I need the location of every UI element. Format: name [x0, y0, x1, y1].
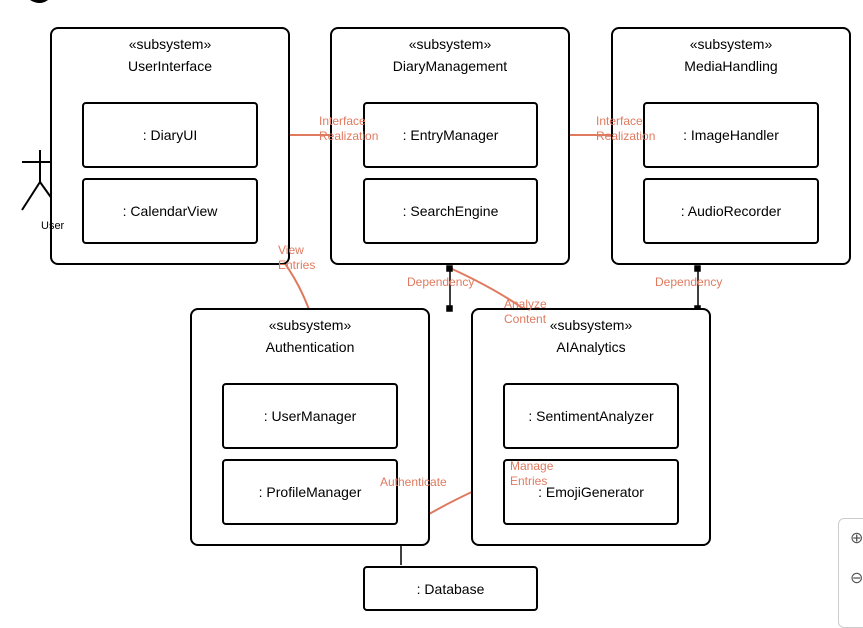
- component-sentimentanalyzer[interactable]: : SentimentAnalyzer: [503, 383, 679, 449]
- subsystem-stereotype: «subsystem»: [128, 36, 212, 52]
- zoom-in-icon[interactable]: ⊕: [850, 530, 863, 547]
- subsystem-stereotype: «subsystem»: [549, 317, 633, 333]
- subsystem-name: UserInterface: [127, 58, 213, 74]
- component-usermanager[interactable]: : UserManager: [222, 383, 398, 449]
- authenticate-label: Authenticate: [380, 475, 447, 489]
- subsystem-stereotype: «subsystem»: [268, 317, 352, 333]
- component-profilemanager[interactable]: : ProfileManager: [222, 459, 398, 525]
- subsystem-stereotype: «subsystem»: [689, 36, 773, 52]
- component-calendarview[interactable]: : CalendarView: [82, 178, 258, 244]
- component-emojigenerator[interactable]: : EmojiGenerator: [503, 459, 679, 525]
- corner-artifact: [30, 0, 48, 3]
- component-database[interactable]: : Database: [363, 566, 538, 611]
- dependency-label: Dependency: [655, 275, 723, 289]
- zoom-controls: ⊕ ⊖: [838, 518, 863, 628]
- subsystem-stereotype: «subsystem»: [408, 36, 492, 52]
- subsystem-name: AIAnalytics: [556, 339, 626, 355]
- component-imagehandler[interactable]: : ImageHandler: [643, 102, 819, 168]
- subsystem-name: Authentication: [265, 339, 355, 355]
- component-diaryui[interactable]: : DiaryUI: [82, 102, 258, 168]
- subsystem-name: MediaHandling: [684, 58, 778, 74]
- component-audiorecorder[interactable]: : AudioRecorder: [643, 178, 819, 244]
- component-entrymanager[interactable]: : EntryManager: [363, 102, 538, 168]
- zoom-out-icon[interactable]: ⊖: [850, 570, 863, 587]
- dependency-label: Dependency: [407, 275, 475, 289]
- actor-label: User: [41, 220, 65, 232]
- component-searchengine[interactable]: : SearchEngine: [363, 178, 538, 244]
- subsystem-name: DiaryManagement: [392, 58, 508, 74]
